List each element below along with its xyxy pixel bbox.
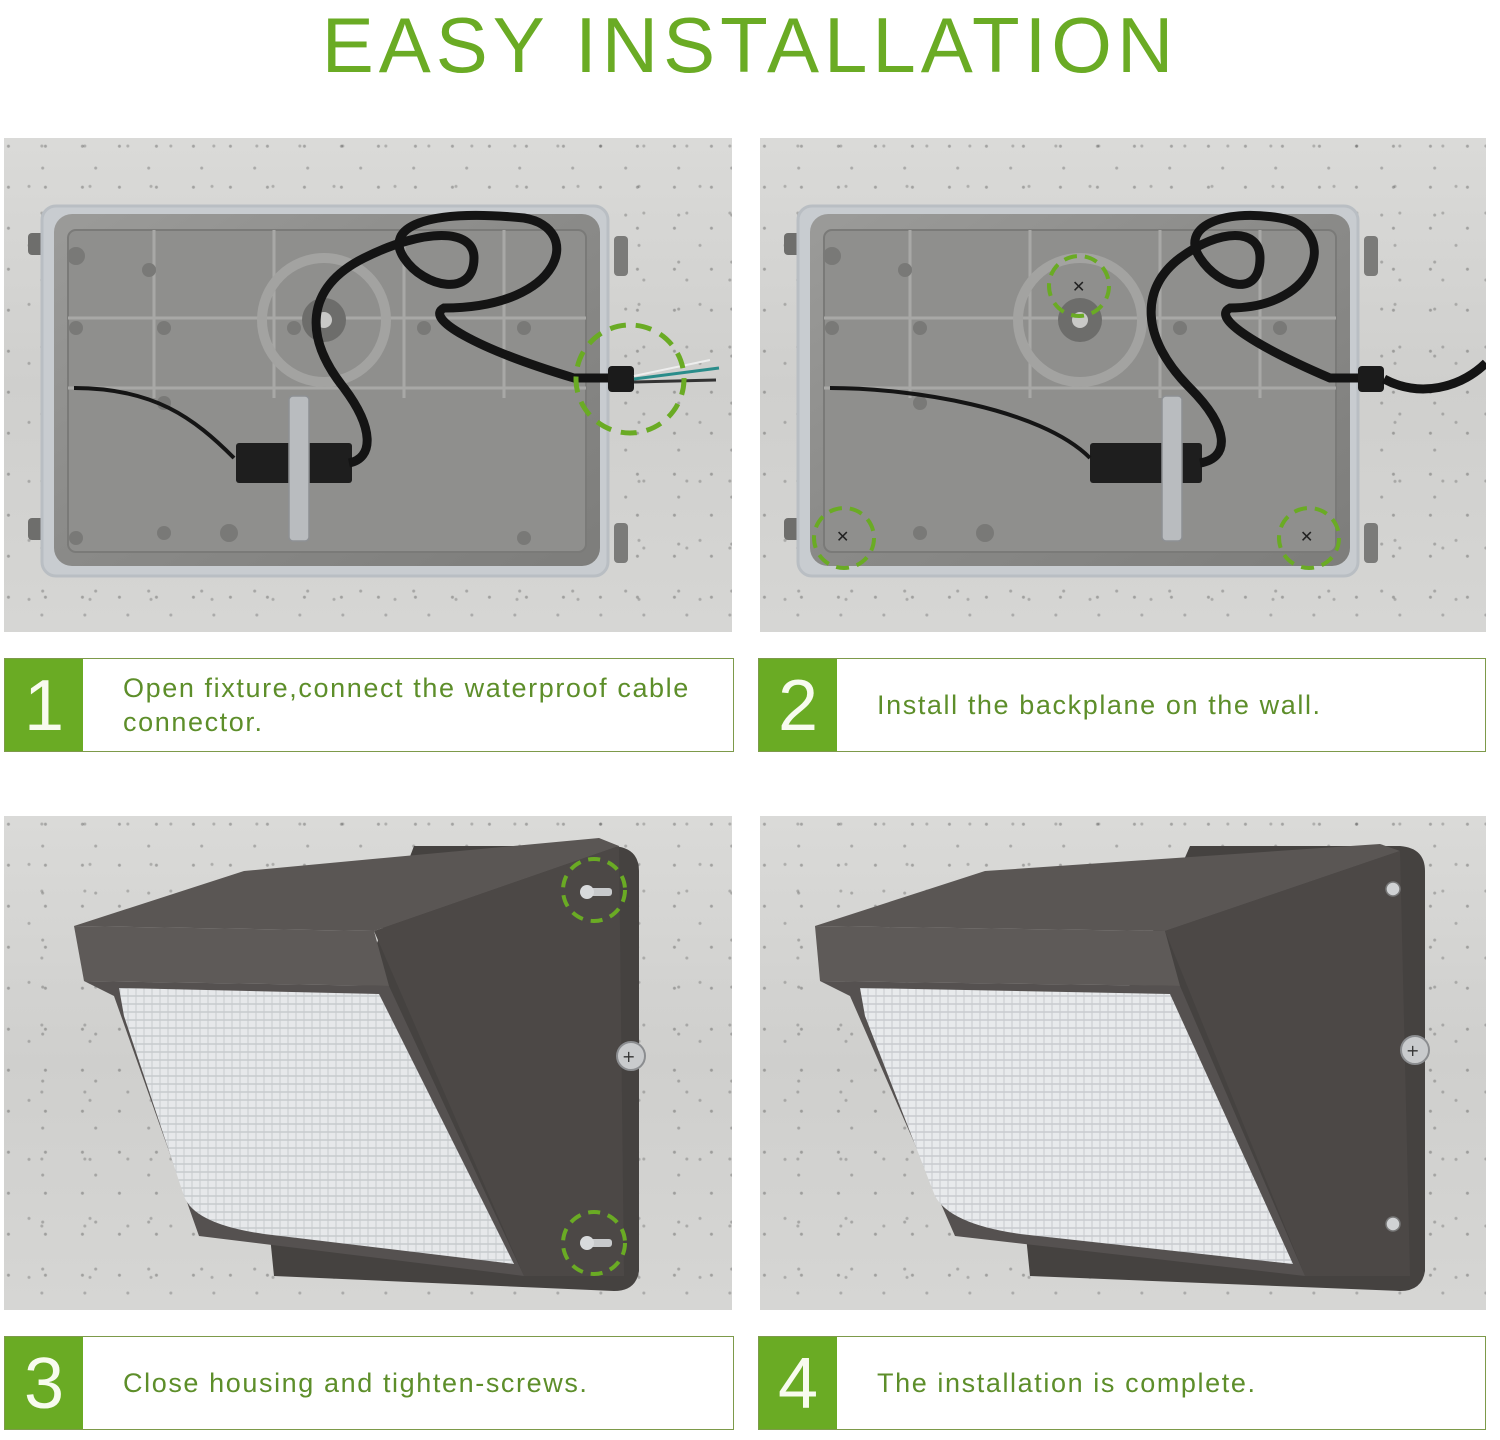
page-title: EASY INSTALLATION <box>321 1 1179 89</box>
screw-icon: ✕ <box>1300 527 1313 546</box>
step-number: 2 <box>759 659 837 751</box>
screw-icon: ✕ <box>1072 277 1085 296</box>
step-number: 3 <box>5 1337 83 1429</box>
backplane-mounted-illustration: ✕ ✕ ✕ <box>784 204 1486 578</box>
step-3-caption: 3 Close housing and tighten-screws. <box>4 1336 734 1430</box>
step-text: The installation is complete. <box>877 1368 1257 1398</box>
screw-icon: ✕ <box>836 527 849 546</box>
step-3-photo: + <box>4 816 732 1310</box>
screw-icon: + <box>622 1047 635 1066</box>
screw-icon: + <box>1406 1041 1419 1060</box>
highlight-circle-icon <box>573 322 687 436</box>
step-number: 1 <box>5 659 83 751</box>
step-text: Open fixture,connect the waterproof cabl… <box>123 673 690 737</box>
step-2-caption: 2 Install the backplane on the wall. <box>758 658 1486 752</box>
installed-light-illustration: + <box>815 844 1430 1291</box>
step-4-caption: 4 The installation is complete. <box>758 1336 1486 1430</box>
step-2-photo: ✕ ✕ ✕ <box>760 138 1486 632</box>
open-fixture-illustration <box>28 204 720 578</box>
highlight-circle-icon <box>812 254 1341 570</box>
step-1-photo <box>4 138 732 632</box>
closed-housing-illustration: + <box>74 838 646 1291</box>
step-number: 4 <box>759 1337 837 1429</box>
step-1-caption: 1 Open fixture,connect the waterproof ca… <box>4 658 734 752</box>
step-4-photo: + <box>760 816 1486 1310</box>
step-text: Close housing and tighten-screws. <box>123 1368 589 1398</box>
step-text: Install the backplane on the wall. <box>877 690 1322 720</box>
highlight-circle-icon <box>561 857 627 1276</box>
